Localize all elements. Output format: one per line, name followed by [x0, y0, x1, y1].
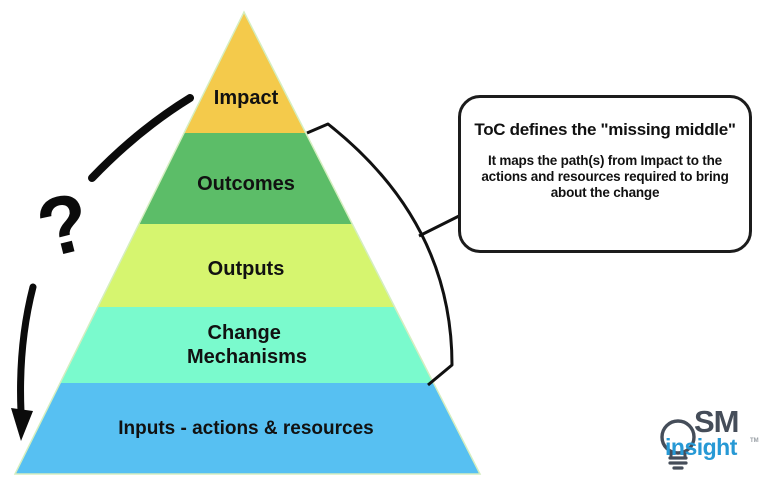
- logo-insight-text: insight: [665, 434, 737, 460]
- callout-body-line: actions and resources required to bring: [481, 169, 729, 184]
- logo-trademark: TM: [750, 438, 759, 444]
- callout-title: ToC defines the "missing middle": [474, 120, 736, 139]
- callout-body-line: It maps the path(s) from Impact to the: [488, 153, 722, 168]
- pyramid-level-inputs: [15, 383, 480, 474]
- arrowhead-icon: [11, 408, 33, 441]
- pyramid-outline: [13, 10, 482, 475]
- outcomes-label: Outcomes: [197, 173, 295, 195]
- impact-label: Impact: [214, 87, 279, 109]
- curved-arrow-upper-stroke: [88, 94, 194, 182]
- sm-insight-logo: SM insight TM: [650, 398, 762, 480]
- pyramid-level-outputs: [97, 224, 394, 307]
- inputs-label: Inputs - actions & resources: [118, 418, 374, 439]
- callout-box: ToC defines the "missing middle" It maps…: [458, 95, 752, 253]
- bracket-to-callout-connector: [418, 214, 460, 238]
- callout-body-line: about the change: [550, 185, 660, 200]
- change-mechanisms-label: Change Mechanisms: [187, 322, 307, 368]
- missing-middle-bracket: [306, 122, 454, 387]
- outputs-label: Outputs: [208, 258, 285, 280]
- logo-sm-text: SM: [694, 404, 739, 439]
- lightbulb-icon: [660, 419, 696, 470]
- curved-arrow-lower-stroke: [17, 283, 37, 416]
- question-mark: ?: [29, 175, 100, 275]
- callout-body: It maps the path(s) from Impact to the a…: [461, 153, 749, 201]
- pyramid-level-impact: [184, 12, 306, 133]
- pyramid-level-change-mechanisms: [60, 307, 433, 383]
- pyramid-level-outcomes: [139, 133, 352, 224]
